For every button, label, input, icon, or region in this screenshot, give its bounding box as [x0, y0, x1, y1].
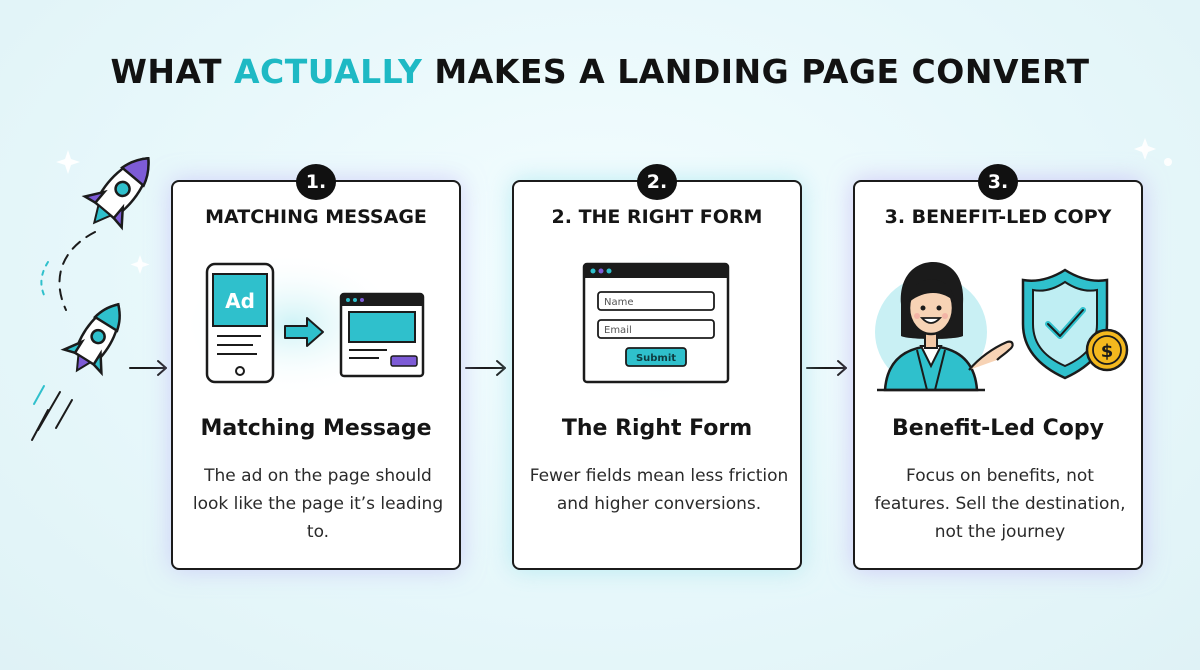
name-field[interactable]	[597, 291, 715, 311]
right-form-illustration: Name Email Submit	[581, 248, 737, 404]
benefit-led-copy-illustration: $	[875, 262, 1129, 392]
card-subtitle: The Right Form	[561, 416, 753, 441]
arrow-right-icon	[284, 317, 324, 347]
form-window-icon: Name Email Submit	[582, 262, 730, 384]
step-badge: 2.	[637, 164, 677, 200]
step-badge: 1.	[296, 164, 336, 200]
name-placeholder: Name	[604, 297, 634, 308]
email-placeholder: Email	[604, 325, 632, 336]
title-part2: MAKES A LANDING PAGE CONVERT	[422, 52, 1090, 91]
email-field[interactable]	[597, 319, 715, 339]
card-matching-message: 1. MATCHING MESSAGE Ad	[171, 164, 461, 570]
arrow-right-icon	[465, 360, 506, 376]
page-title: WHAT ACTUALLY MAKES A LANDING PAGE CONVE…	[0, 52, 1200, 91]
rocket-icon	[81, 156, 150, 231]
card-description: Focus on benefits, not features. Sell th…	[874, 466, 1126, 542]
submit-button[interactable]	[625, 347, 687, 367]
title-accent: ACTUALLY	[234, 52, 423, 91]
title-part1: WHAT	[110, 52, 235, 91]
ad-label: Ad	[225, 289, 255, 313]
rocket-trail	[58, 231, 96, 311]
card-subtitle: Matching Message	[200, 416, 432, 441]
rocket-trail	[40, 261, 49, 296]
card-heading: MATCHING MESSAGE	[205, 206, 427, 228]
card-right-form: 2. 2. THE RIGHT FORM Name Email Submit T…	[512, 164, 802, 570]
rocket-icon	[60, 302, 121, 377]
arrow-right-icon	[806, 360, 847, 376]
arrow-right-icon	[129, 360, 167, 376]
person-icon	[875, 262, 1014, 392]
card-benefit-led-copy: 3. 3. BENEFIT-LED COPY	[853, 164, 1143, 570]
matching-message-illustration: Ad	[183, 252, 425, 396]
card-description: Fewer fields mean less friction and high…	[529, 466, 789, 514]
phone-icon: Ad	[205, 262, 275, 384]
browser-window-icon	[339, 292, 425, 378]
submit-label: Submit	[636, 353, 676, 364]
card-heading: 2. THE RIGHT FORM	[551, 206, 763, 228]
speed-lines	[31, 391, 73, 441]
card-subtitle: Benefit-Led Copy	[892, 416, 1104, 441]
card-heading: 3. BENEFIT-LED COPY	[884, 206, 1112, 228]
coin-symbol: $	[1101, 341, 1114, 362]
card-description: The ad on the page should look like the …	[192, 466, 444, 542]
step-badge: 3.	[978, 164, 1018, 200]
coin-icon: $	[1085, 328, 1129, 372]
